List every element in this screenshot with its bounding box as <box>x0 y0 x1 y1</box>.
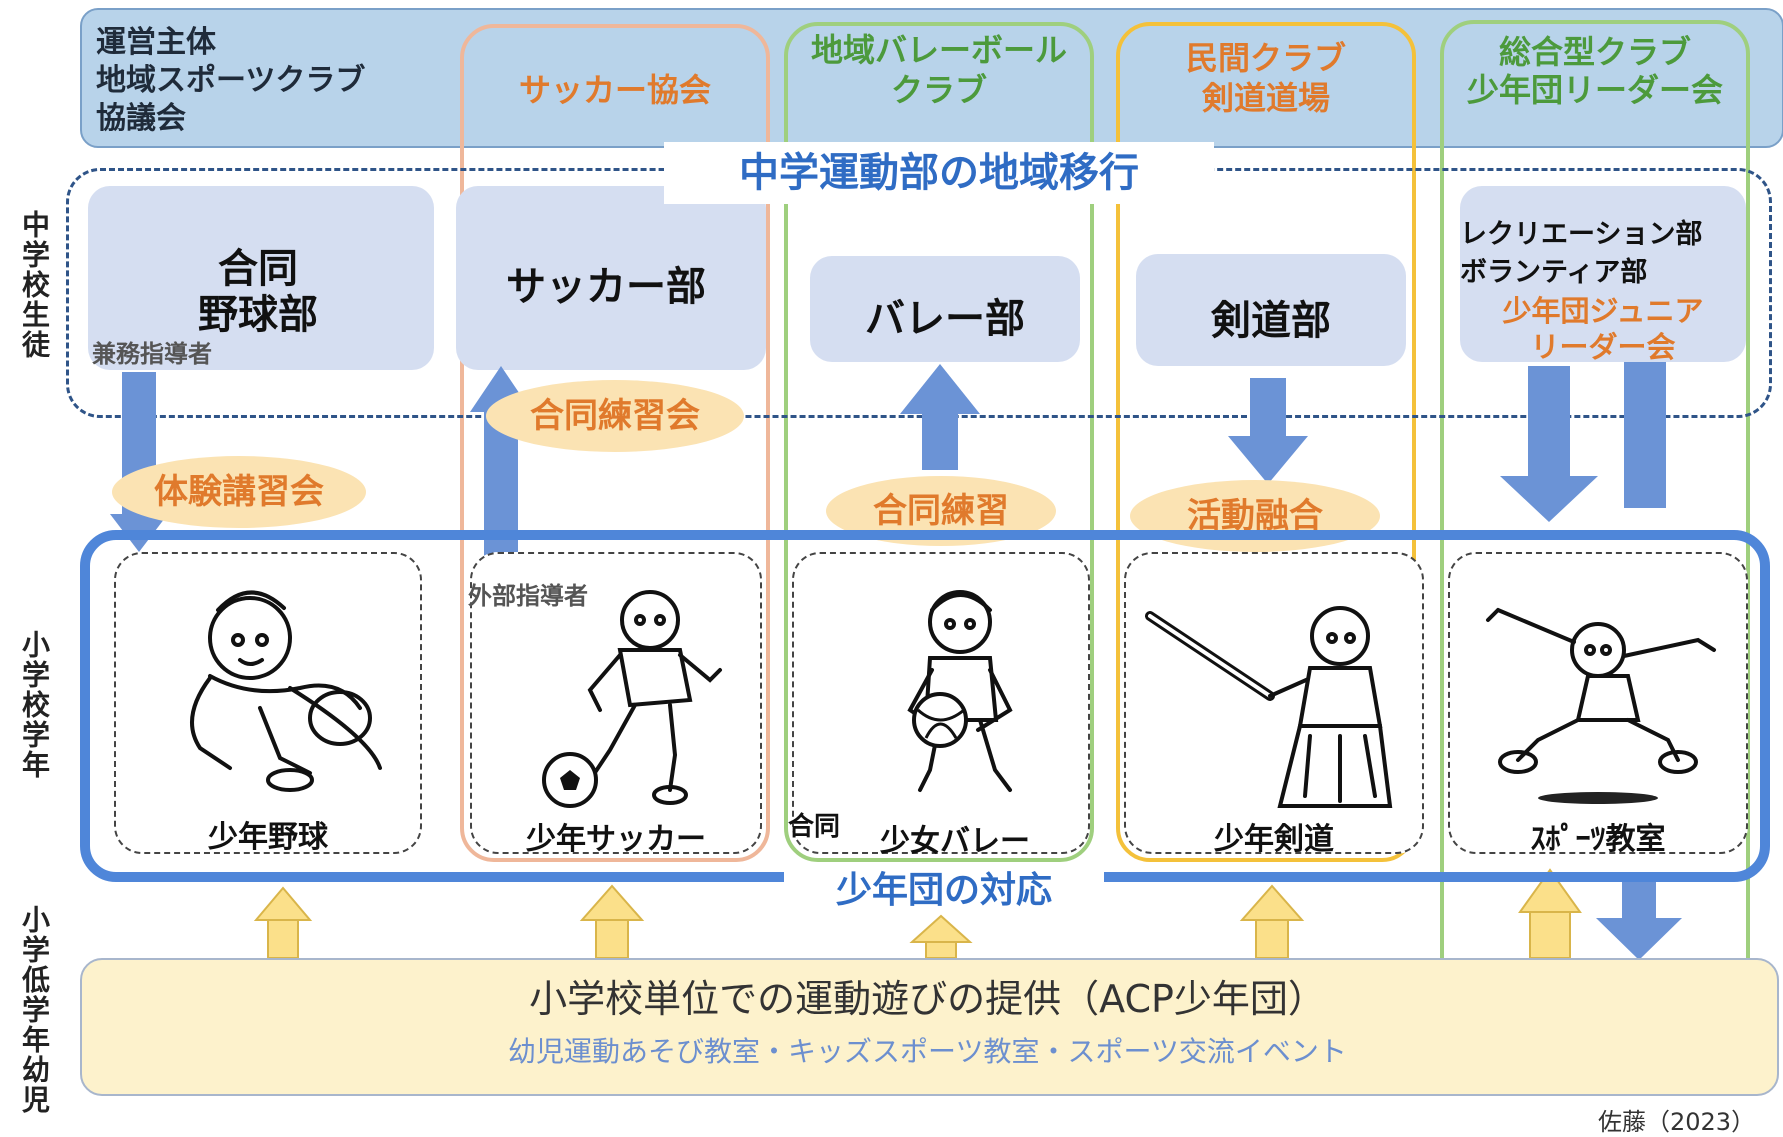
operating-body-line3: 協議会 <box>96 101 186 136</box>
caption-baseball: 少年野球 <box>208 820 328 855</box>
soccer-club-box <box>456 186 766 370</box>
jumping-child-icon <box>1486 608 1716 804</box>
baseball-down-arrow <box>110 372 168 552</box>
sogo-bar <box>1624 362 1666 508</box>
caption-sports-class: ｽﾎﾟｰﾂ教室 <box>1530 822 1666 857</box>
middle-school-transition-title: 中学運動部の地域移行 <box>664 142 1214 204</box>
recreation-club-box <box>1460 186 1746 362</box>
elementary-band-label: 少年団の対応 <box>784 868 1104 914</box>
acp-sub-text: 幼児運動あそび教室・キッズスポーツ教室・スポーツ交流イベント <box>508 1035 1347 1068</box>
blue-down-arrow-bottom <box>1596 876 1682 960</box>
acp-main-text: 小学校単位での運動遊びの提供（ACP少年団） <box>529 977 1326 1021</box>
kendo-org-label-line2: 剣道道場 <box>1201 79 1330 117</box>
soccer-association-label: サッカー協会 <box>518 71 711 109</box>
godo-renshukai-oval: 合同練習会 <box>486 380 744 452</box>
kendo-org-label-line1: 民間クラブ <box>1185 39 1346 77</box>
volley-up-arrow <box>900 364 980 470</box>
kendo-column-outline <box>1116 22 1416 862</box>
volley-club-label-line1: 地域バレーボール <box>810 31 1067 69</box>
recreation-club-line3: 少年団ジュニア <box>1502 294 1704 328</box>
volleyball-icon <box>912 692 968 748</box>
yellow-up-arrow-4 <box>1239 884 1305 959</box>
kendo-player-icon <box>1145 606 1393 808</box>
volley-club-label-line2: クラブ <box>890 71 987 109</box>
volley-godo-note: 合同 <box>788 812 841 842</box>
baseball-club-title-line2: 野球部 <box>198 292 318 338</box>
soccer-column-outline <box>460 24 770 862</box>
kendo-club-title: 剣道部 <box>1211 298 1331 344</box>
caption-volley: 少女バレー <box>880 824 1030 859</box>
kendo-down-arrow <box>1228 378 1308 484</box>
volley-column-outline <box>784 22 1094 862</box>
baseball-player-icon <box>190 590 382 792</box>
sogo-down-arrow <box>1500 366 1598 522</box>
credit: 佐藤（2023） <box>1598 1108 1756 1136</box>
baseball-club-title-line1: 合同 <box>218 246 298 292</box>
volley-club-box <box>810 256 1080 362</box>
baseball-club-box <box>88 186 434 370</box>
volley-club-title: バレー部 <box>865 296 1025 342</box>
soccer-club-title: サッカー部 <box>506 264 706 310</box>
soccer-picture-box <box>470 552 762 854</box>
yellow-up-arrow-3 <box>909 914 973 959</box>
side-label-middle-school: 中学校生徒 <box>18 210 51 360</box>
soccer-player-icon <box>542 590 722 808</box>
operating-body-line2: 地域スポーツクラブ <box>96 63 366 98</box>
katsudo-yugo-oval: 活動融合 <box>1130 480 1380 552</box>
soccer-ball-icon <box>542 752 598 808</box>
recreation-club-line2: ボランティア部 <box>1460 257 1648 288</box>
recreation-club-line1: レクリエーション部 <box>1460 219 1703 250</box>
acp-bottom-band <box>80 958 1779 1096</box>
yellow-up-arrow-2 <box>579 884 645 959</box>
volleyball-player-icon <box>907 590 1013 792</box>
sogo-club-label-line2: 少年団リーダー会 <box>1466 71 1723 109</box>
yellow-up-arrow-1 <box>253 886 313 959</box>
caption-kendo: 少年剣道 <box>1214 822 1334 857</box>
operating-body-line1: 運営主体 <box>96 25 216 60</box>
baseball-concurrent-coach-note: 兼務指導者 <box>92 340 212 368</box>
taiken-koshukai-oval: 体験講習会 <box>112 456 366 528</box>
yellow-up-arrow-5 <box>1518 868 1582 959</box>
sogo-club-label-line1: 総合型クラブ <box>1498 33 1691 71</box>
side-label-elementary: 小学校学年 <box>18 630 51 780</box>
external-coach-note: 外部指導者 <box>468 582 588 610</box>
side-label-lower: 小学低学年幼児 <box>18 905 51 1115</box>
kendo-club-box <box>1136 254 1406 366</box>
operating-body-band <box>80 8 1783 148</box>
recreation-club-line4: リーダー会 <box>1530 330 1676 364</box>
caption-soccer: 少年サッカー <box>526 822 706 857</box>
